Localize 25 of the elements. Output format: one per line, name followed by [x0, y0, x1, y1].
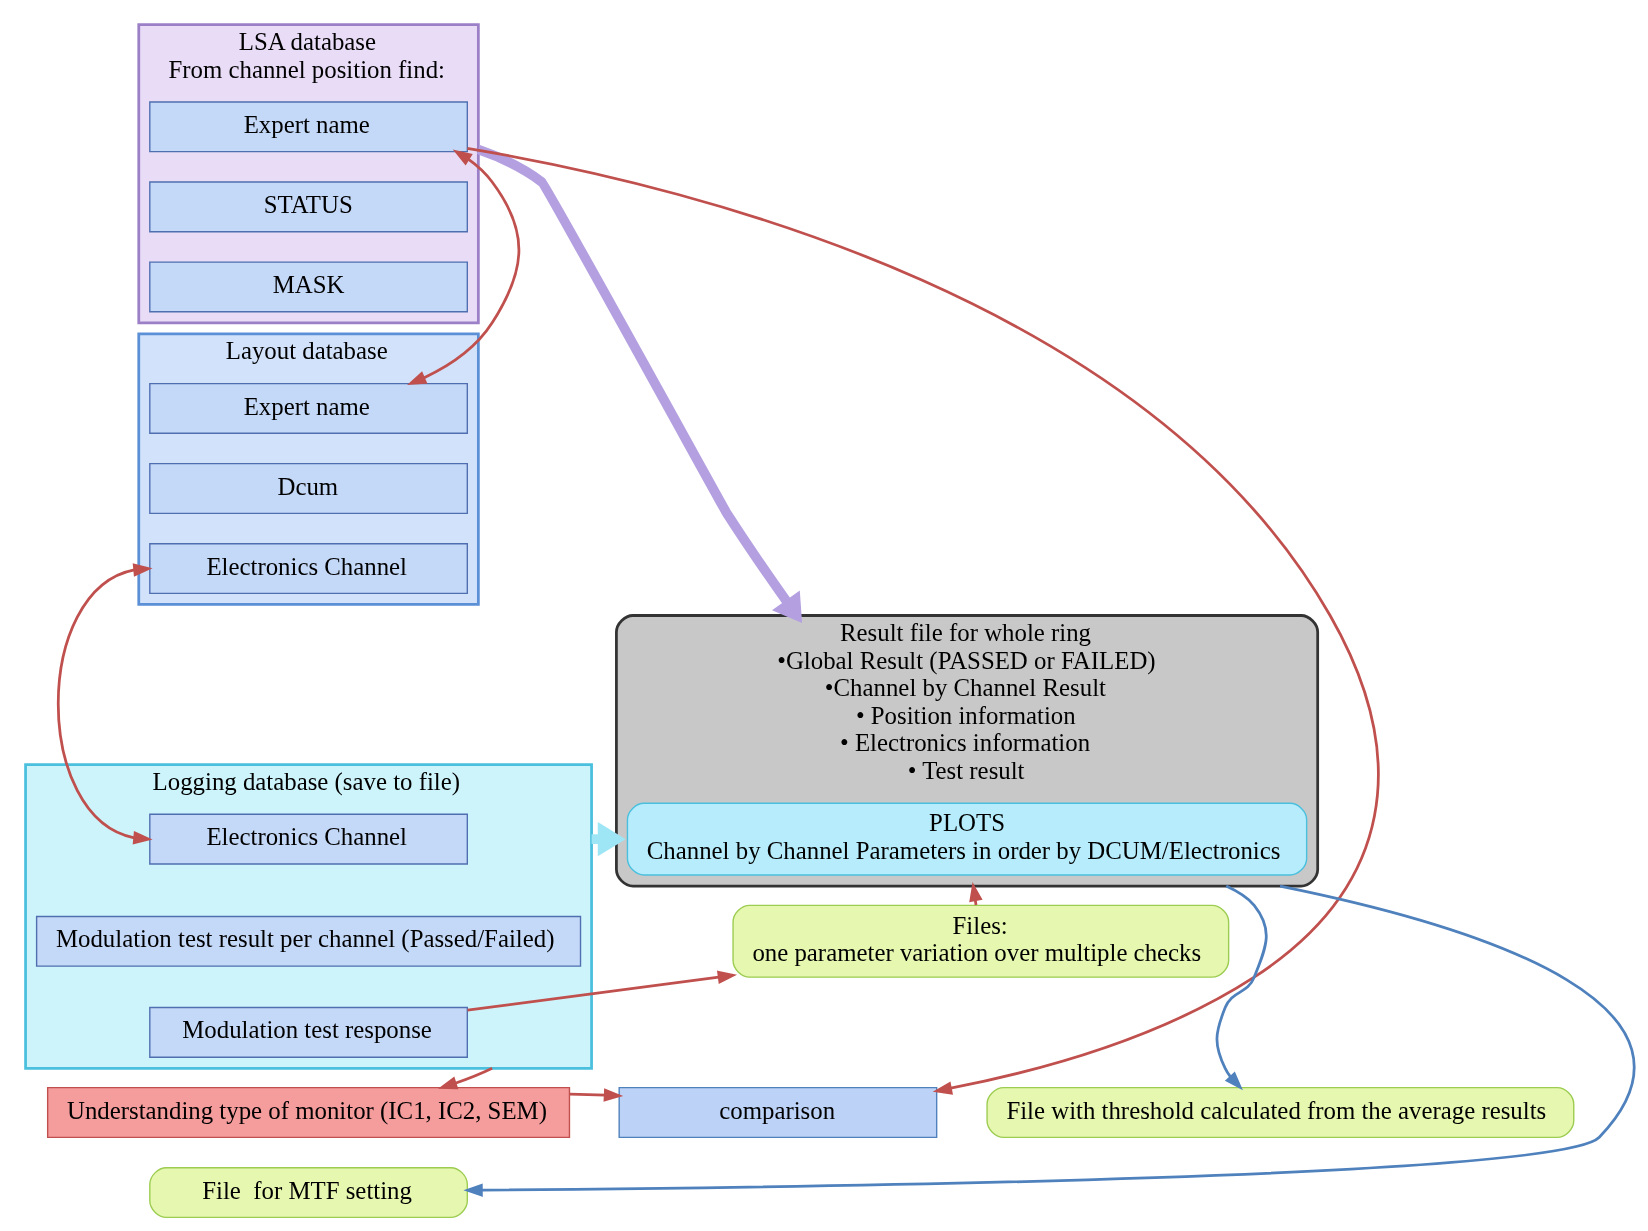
node-box: Understanding type of monitor (IC1, IC2, SEM) — [46, 1086, 570, 1138]
arrow — [56, 563, 153, 845]
arrow — [1215, 884, 1268, 1091]
arrow — [462, 884, 1635, 1197]
node-box: STATUS — [148, 181, 468, 233]
arrow — [569, 1088, 623, 1102]
node-box: Modulation test result per channel (Passed/Failed) — [35, 915, 581, 967]
node-box: PLOTS Channel by Channel Parameters in order by DCUM/Electronics — [626, 802, 1307, 876]
node-box: Files: one parameter variation over multiple checks — [731, 904, 1229, 978]
node-box: MASK — [148, 261, 468, 313]
arrow — [476, 145, 802, 624]
node-box: Expert name — [148, 101, 468, 153]
node-box: comparison — [617, 1086, 937, 1138]
arrow — [466, 147, 1379, 1095]
arrow — [591, 822, 626, 857]
node-box: Electronics Channel — [148, 813, 468, 865]
arrow — [437, 1067, 493, 1090]
node-box: Expert name — [148, 382, 468, 434]
node-box: Modulation test response — [148, 1006, 468, 1058]
node-box: Dcum — [148, 462, 468, 515]
arrow — [466, 970, 737, 1012]
arrow — [406, 149, 520, 386]
node-box: File for MTF setting — [148, 1167, 468, 1219]
node-box: Electronics Channel — [148, 543, 468, 595]
node-box: File with threshold calculated from the average results — [985, 1086, 1574, 1138]
